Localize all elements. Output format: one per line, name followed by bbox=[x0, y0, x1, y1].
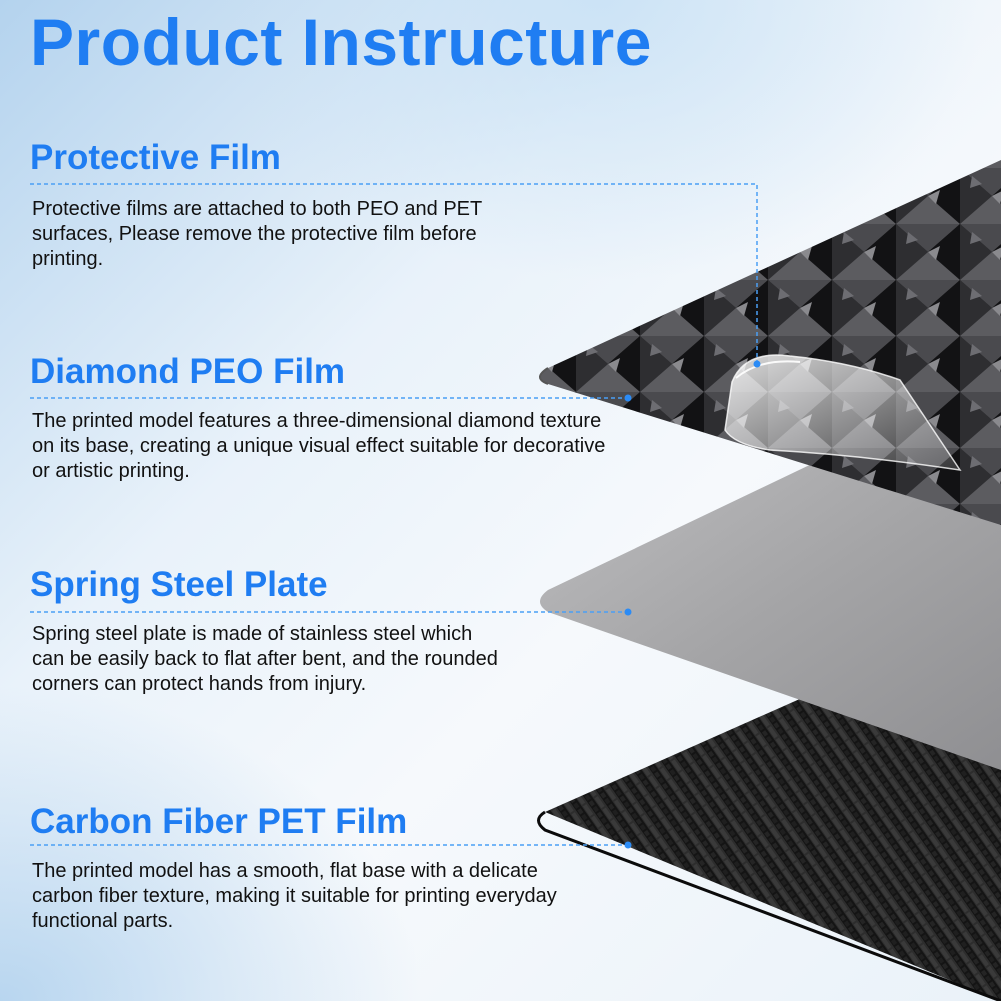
description-carbon-fiber-pet-film: The printed model has a smooth, flat bas… bbox=[32, 860, 557, 932]
protective-film-peel bbox=[724, 354, 962, 471]
carbon-fiber-sheet bbox=[545, 690, 1001, 1001]
heading-spring-steel-plate: Spring Steel Plate bbox=[30, 565, 328, 604]
page-title: Product Instructure bbox=[30, 5, 652, 79]
callout-dot-carbon-fiber bbox=[624, 841, 632, 849]
description-protective-film: Protective films are attached to both PE… bbox=[32, 198, 482, 270]
callout-dot-protective-film bbox=[753, 360, 761, 368]
callout-dot-spring-steel bbox=[624, 608, 632, 616]
heading-protective-film: Protective Film bbox=[30, 138, 281, 177]
heading-carbon-fiber-pet-film: Carbon Fiber PET Film bbox=[30, 802, 408, 841]
description-diamond-peo-film: The printed model features a three-dimen… bbox=[32, 410, 606, 482]
description-spring-steel-plate: Spring steel plate is made of stainless … bbox=[32, 623, 498, 695]
heading-diamond-peo-film: Diamond PEO Film bbox=[30, 352, 346, 391]
spring-steel-sheet bbox=[540, 460, 1001, 770]
callout-dot-diamond-peo bbox=[624, 394, 632, 402]
